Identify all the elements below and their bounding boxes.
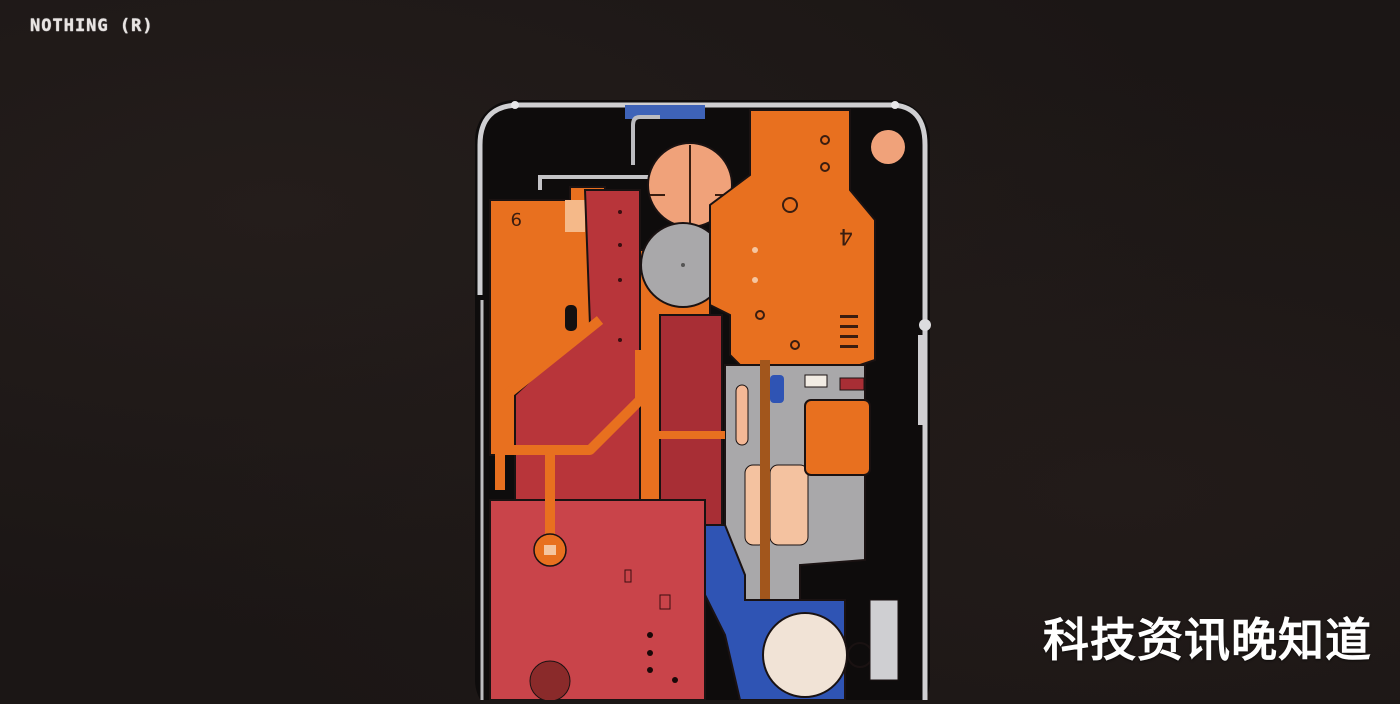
caption-watermark: 科技资讯晚知道	[1043, 613, 1372, 667]
red-board-lower	[489, 499, 706, 701]
nothing-logo: NOTHING (R)	[30, 16, 154, 36]
logo-text: NOTHING (R)	[30, 16, 154, 36]
svg-text:9: 9	[511, 208, 522, 229]
camera-flash	[871, 130, 905, 164]
phone-illustration: 9 4	[470, 95, 940, 704]
svg-text:4: 4	[839, 223, 853, 248]
orange-chip	[804, 399, 871, 476]
cream-circle	[762, 612, 848, 698]
